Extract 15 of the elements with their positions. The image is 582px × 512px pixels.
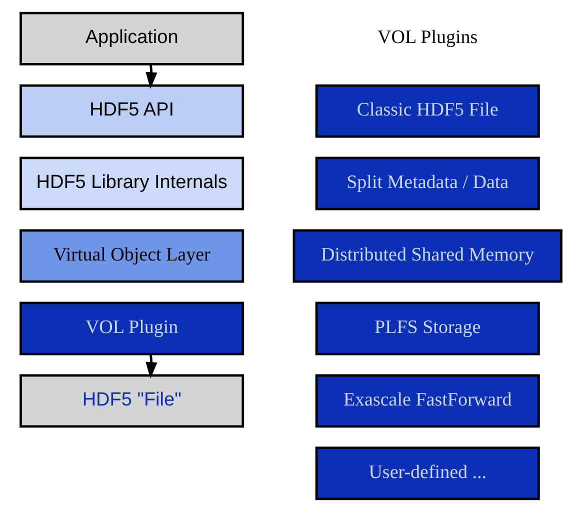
node-box: HDF5 API [20, 84, 244, 138]
node-box: Classic HDF5 File [315, 84, 540, 138]
arrow [146, 354, 158, 379]
node-box: HDF5 "File" [20, 374, 244, 428]
node-box: PLFS Storage [315, 302, 540, 356]
node-box: Exascale FastForward [315, 374, 540, 428]
node-box: Distributed Shared Memory [292, 229, 562, 283]
label: VOL Plugins [378, 27, 478, 48]
node-box: Virtual Object Layer [20, 229, 244, 283]
node-box: HDF5 Library Internals [20, 156, 244, 210]
node-box: Split Metadata / Data [315, 156, 540, 210]
node-box: Application [20, 12, 244, 66]
node-box: VOL Plugin [20, 302, 244, 356]
arrow [146, 64, 158, 89]
node-box: User-defined ... [315, 446, 540, 500]
